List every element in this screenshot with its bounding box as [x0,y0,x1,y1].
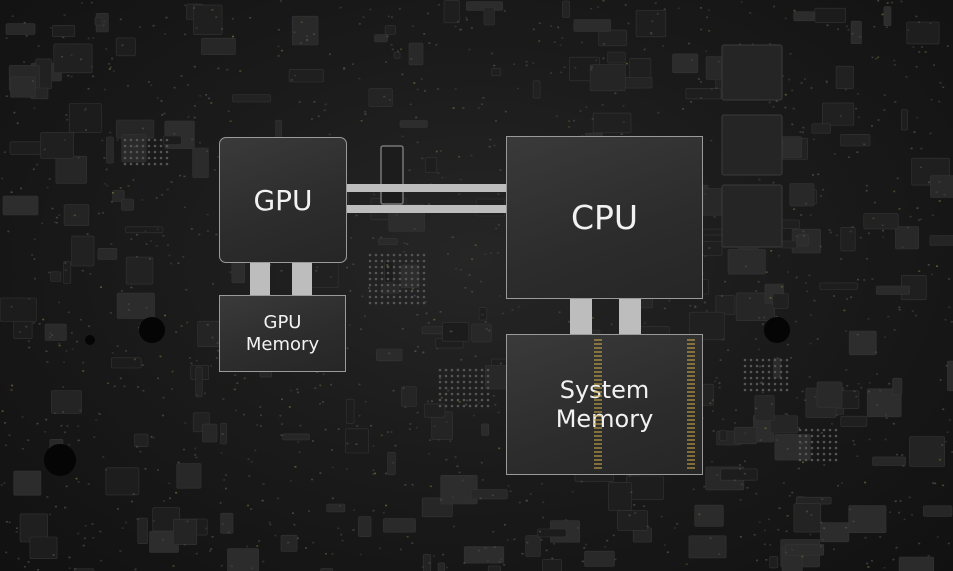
system-memory-chip: System Memory [506,334,703,475]
gpu-memory-chip: GPU Memory [219,295,346,372]
gpu-memory-link-right [292,263,312,295]
memory-pin-strip-left [594,339,602,471]
cpu-chip: CPU [506,136,703,299]
cpu-label: CPU [570,198,639,237]
cpu-memory-link-right [619,299,641,334]
gpu-label: GPU [253,183,313,217]
cpu-memory-link-left [570,299,592,334]
gpu-memory-link-left [250,263,270,295]
gpu-cpu-link-lower [347,205,506,213]
system-memory-label: System Memory [555,375,654,433]
gpu-memory-label: GPU Memory [245,311,320,355]
gpu-cpu-link-upper [347,184,506,192]
gpu-chip: GPU [219,137,347,263]
memory-pin-strip-right [687,339,695,471]
